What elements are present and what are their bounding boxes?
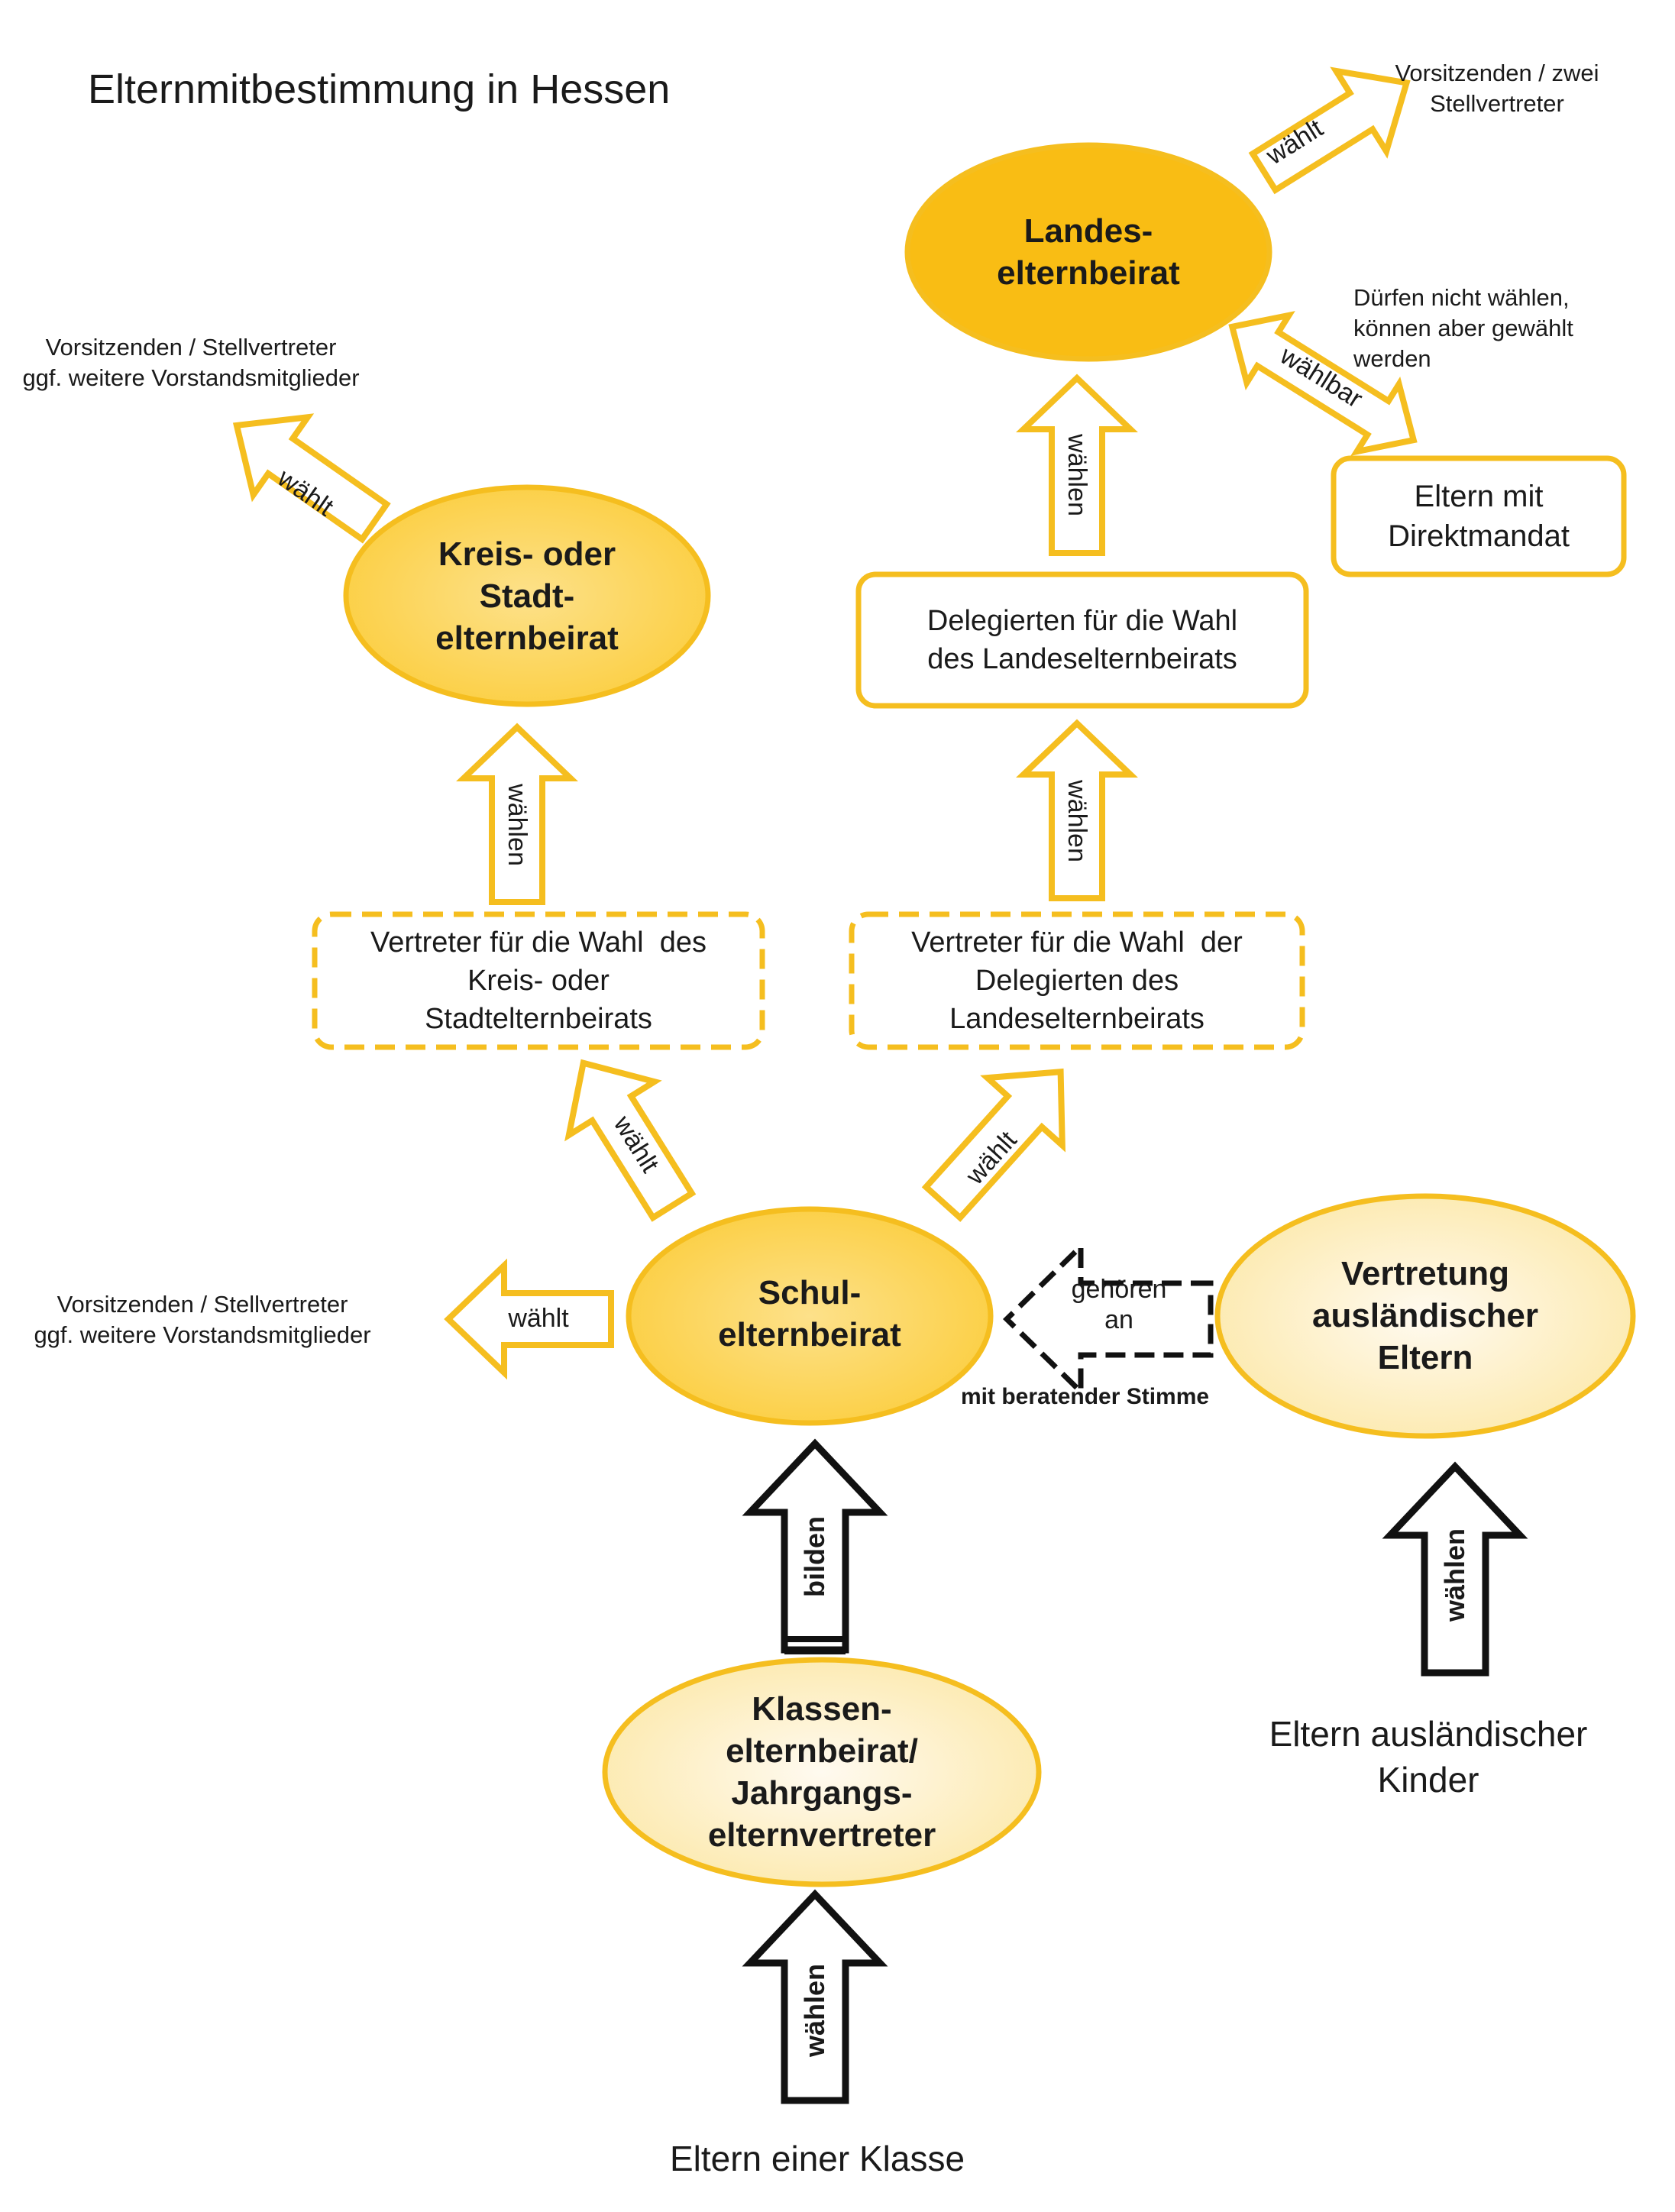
arrow-vertreter-kreis-waehlen: [456, 723, 578, 905]
arrow-gehoeren-an: [1002, 1240, 1214, 1399]
schul-vorstand-line-2: ggf. weitere Vorstandsmitglieder: [34, 1321, 371, 1348]
vertreter-del-line-1: Vertreter für die Wahl der: [911, 927, 1243, 959]
vertreter-kreis-line-3: Stadtelternbeirats: [425, 1003, 652, 1035]
auslaendisch-line-1: Eltern ausländischer: [1269, 1714, 1588, 1754]
gehoeren-line-1: gehören: [1071, 1275, 1167, 1304]
delegierte-landeselternbeirat-box: [855, 571, 1309, 709]
arrow-klasse-waehlen: [742, 1889, 888, 2104]
arrow-kreis-waehlt: [232, 413, 391, 544]
gehoeren-line-2: an: [1104, 1305, 1133, 1334]
vertreter-kreis-line-2: Kreis- oder: [467, 965, 610, 997]
klassen-line-1: Klassen-: [752, 1690, 892, 1728]
arrow-delegierte-waehlen: [1016, 374, 1138, 556]
klassen-line-2: elternbeirat/: [726, 1732, 918, 1770]
kreis-vorstand-line-1: Vorsitzenden / Stellvertreter: [45, 334, 337, 361]
arrow-vertretung-waehlen-label: wählen: [1439, 1528, 1470, 1622]
landes-line-2: elternbeirat: [997, 254, 1180, 292]
hinweis-line-2: können aber gewählt: [1353, 315, 1573, 341]
landes-vorstand-line-2: Stellvertreter: [1430, 90, 1564, 117]
arrow-klasse-waehlen-label: wählen: [799, 1963, 830, 2058]
landeselternbeirat-node: [904, 142, 1272, 362]
delegierte-landeselternbeirat-label: Delegierten für die Wahl des Landeselter…: [859, 574, 1306, 706]
eltern-einer-klasse-label: Eltern einer Klasse: [669, 2139, 965, 2178]
vertreter-kreis-box: [312, 911, 765, 1050]
auslaendisch-line-2: Kinder: [1377, 1760, 1479, 1800]
kreis-line-2: Stadt-: [479, 577, 575, 615]
arrow-landes-waehlt: [1248, 66, 1411, 195]
schul-vorstand-line-1: Vorsitzenden / Stellvertreter: [57, 1291, 348, 1318]
vertretung-line-2: ausländischer: [1312, 1297, 1538, 1334]
klassenelternbeirat-label: Klassen- elternbeirat/ Jahrgangs- eltern…: [605, 1684, 1039, 1860]
page-title: Elternmitbestimmung in Hessen: [88, 66, 671, 112]
landes-line-1: Landes-: [1023, 212, 1153, 250]
landeselternbeirat-label: Landes- elternbeirat: [907, 199, 1269, 306]
arrow-delegierte-waehlen-label: wählen: [1062, 434, 1091, 516]
vertreter-del-line-2: Delegierten des: [975, 965, 1179, 997]
arrow-vertreter-del-waehlen-label: wählen: [1062, 780, 1091, 862]
schulelternbeirat-node: [626, 1206, 994, 1426]
vertretung-line-3: Eltern: [1377, 1339, 1473, 1376]
klassen-line-3: Jahrgangs-: [731, 1774, 913, 1812]
vertretung-line-1: Vertretung: [1340, 1255, 1510, 1292]
vertreter-del-line-3: Landeselternbeirats: [949, 1003, 1205, 1035]
schul-line-2: elternbeirat: [718, 1316, 901, 1353]
arrow-schul-waehlt-kreis: [564, 1059, 697, 1222]
direktmandat-hinweis-note: Dürfen nicht wählen, können aber gewählt…: [1353, 283, 1573, 374]
vertretung-auslaendischer-eltern-node: [1214, 1193, 1636, 1439]
eltern-auslaendischer-kinder-label: Eltern ausländischer Kinder: [1237, 1711, 1619, 1803]
eltern-direktmandat-label: Eltern mit Direktmandat: [1334, 458, 1624, 574]
klassenelternbeirat-node: [602, 1657, 1042, 1887]
arrow-schul-waehlt-vorstand: [444, 1258, 614, 1380]
schul-vorstand-note: Vorsitzenden / Stellvertreter ggf. weite…: [15, 1289, 390, 1350]
hinweis-line-3: werden: [1353, 345, 1431, 372]
klassen-line-4: elternvertreter: [707, 1816, 936, 1854]
kreis-stadtelternbeirat-node: [343, 484, 711, 707]
arrow-vertretung-waehlen: [1382, 1461, 1528, 1677]
arrow-schul-waehlt-del: [921, 1068, 1066, 1222]
kreis-stadtelternbeirat-label: Kreis- oder Stadt- elternbeirat: [346, 531, 708, 661]
eltern-direktmandat-box: [1331, 455, 1627, 577]
schul-line-1: Schul-: [758, 1274, 862, 1311]
arrow-vertreter-kreis-waehlen-label: wählen: [503, 784, 532, 866]
delegierte-line-1: Delegierten für die Wahl: [926, 605, 1238, 637]
vertreter-kreis-line-1: Vertreter für die Wahl des: [370, 927, 707, 959]
arrow-gehoeren-an-label: gehören an: [1065, 1274, 1172, 1335]
arrow-bilden-label: bilden: [799, 1516, 830, 1597]
landes-vorstand-line-1: Vorsitzenden / zwei: [1395, 60, 1599, 86]
arrow-vertreter-del-waehlen: [1016, 719, 1138, 901]
kreis-line-1: Kreis- oder: [438, 535, 616, 573]
landes-vorstand-note: Vorsitzenden / zwei Stellvertreter: [1367, 58, 1627, 119]
vertreter-delegierte-label: Vertreter für die Wahl der Delegierten d…: [852, 914, 1302, 1047]
hinweis-line-1: Dürfen nicht wählen,: [1353, 284, 1570, 311]
mit-beratender-stimme-label: mit beratender Stimme: [961, 1384, 1210, 1409]
kreis-vorstand-note: Vorsitzenden / Stellvertreter ggf. weite…: [4, 332, 378, 393]
kreis-line-3: elternbeirat: [435, 619, 619, 657]
schulelternbeirat-label: Schul- elternbeirat: [629, 1268, 991, 1360]
direktmandat-line-1: Eltern mit: [1414, 480, 1544, 513]
arrow-bilden: [742, 1438, 888, 1654]
vertretung-auslaendischer-eltern-label: Vertretung ausländischer Eltern: [1217, 1249, 1633, 1382]
delegierte-line-2: des Landeselternbeirats: [927, 643, 1237, 675]
kreis-vorstand-line-2: ggf. weitere Vorstandsmitglieder: [22, 364, 360, 391]
vertreter-delegierte-box: [849, 911, 1305, 1050]
arrow-direkt-waehlbar: [1228, 311, 1418, 456]
arrow-schul-waehlt-vorstand-label: wählt: [508, 1304, 569, 1333]
vertreter-kreis-label: Vertreter für die Wahl des Kreis- oder S…: [315, 914, 762, 1047]
direktmandat-line-2: Direktmandat: [1388, 519, 1570, 553]
